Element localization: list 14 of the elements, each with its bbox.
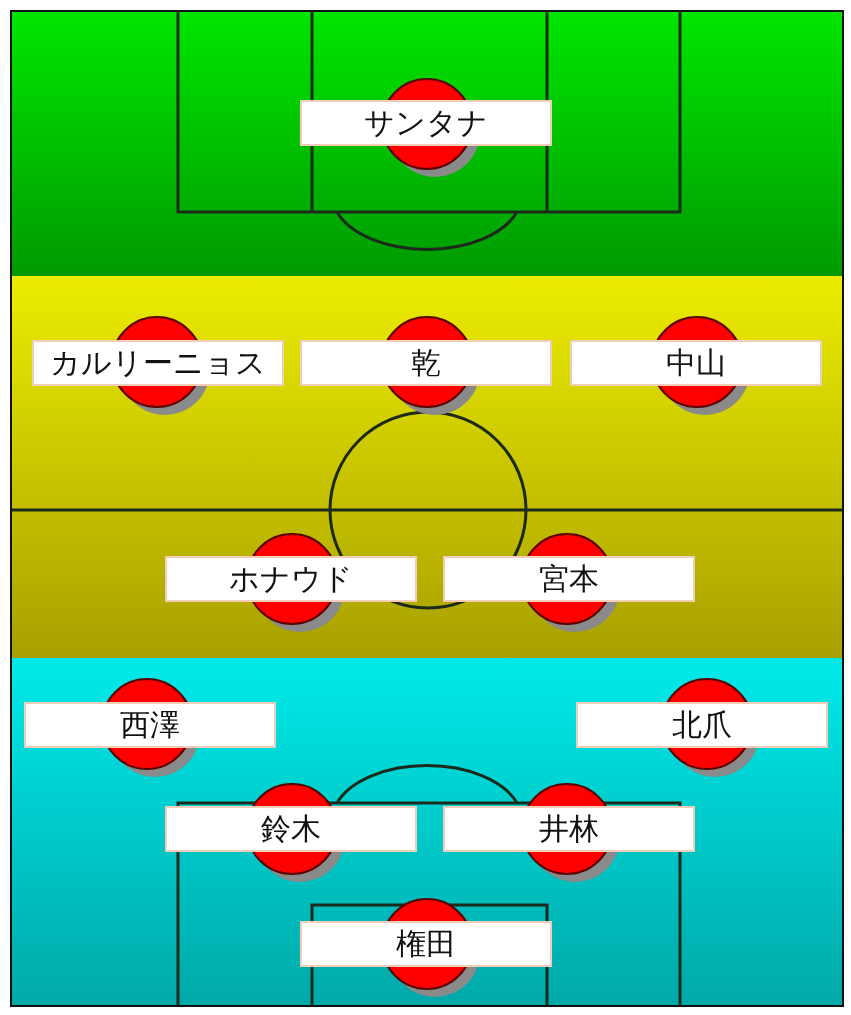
pitch-zone-band <box>12 658 842 1005</box>
player-name-label: 宮本 <box>443 556 695 602</box>
player-name-label: 権田 <box>300 921 552 967</box>
player-name-label: 鈴木 <box>165 806 417 852</box>
player-name-label: 中山 <box>570 340 822 386</box>
player-name-label: カルリーニョス <box>32 340 284 386</box>
player-name-label: 乾 <box>300 340 552 386</box>
player-name-label: 井林 <box>443 806 695 852</box>
player-name-label: サンタナ <box>300 100 552 146</box>
pitch-zone-band <box>12 276 842 658</box>
pitch-zone-band <box>12 12 842 276</box>
player-name-label: 西澤 <box>24 702 276 748</box>
player-name-label: ホナウド <box>165 556 417 602</box>
player-name-label: 北爪 <box>576 702 828 748</box>
